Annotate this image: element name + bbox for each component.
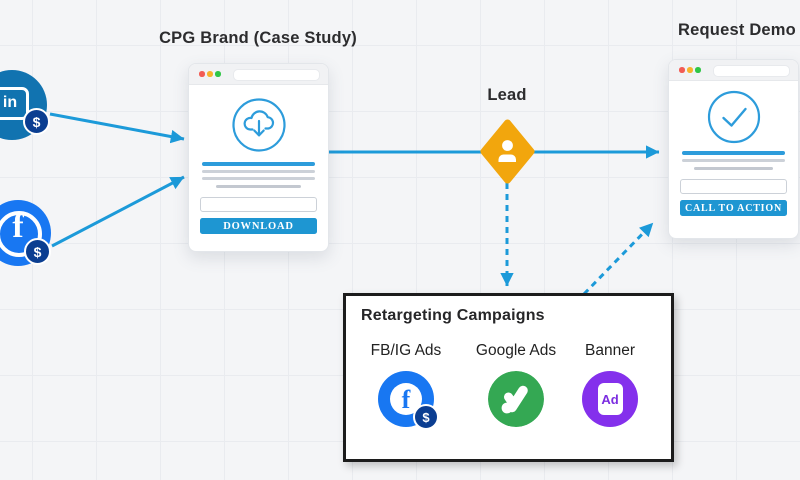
request-browser-window[interactable]: CALL TO ACTION	[668, 59, 799, 239]
download-button[interactable]: DOWNLOAD	[200, 218, 317, 234]
linkedin-ads-node[interactable]: in $	[0, 70, 50, 140]
text-line	[202, 170, 315, 173]
window-dot-yellow	[687, 67, 693, 73]
browser-chrome	[669, 60, 798, 81]
facebook-dollar-icon: f $	[378, 371, 439, 430]
dollar-badge: $	[23, 108, 50, 135]
arrow-facebook-to-cpg	[51, 175, 185, 248]
channel-label: FB/IG Ads	[370, 342, 442, 359]
channel-fb-ig[interactable]: FB/IG Ads f $	[358, 342, 454, 430]
url-bar	[233, 69, 320, 81]
channel-google-ads[interactable]: Google Ads	[468, 342, 564, 427]
cloud-download-icon	[231, 98, 286, 152]
lead-node[interactable]	[477, 116, 538, 192]
facebook-icon: f $	[0, 200, 51, 266]
arrow-retargeting-to-request	[582, 221, 655, 296]
text-line-short	[215, 185, 302, 188]
facebook-ring	[0, 211, 42, 257]
dollar-badge: $	[413, 404, 439, 430]
linkedin-in-glyph: in	[0, 86, 29, 120]
facebook-f-glyph: f	[12, 208, 24, 245]
retargeting-campaigns-box[interactable]: Retargeting Campaigns FB/IG Ads f $ Goog…	[343, 293, 674, 462]
channel-banner[interactable]: Banner Ad	[562, 342, 658, 427]
cpg-browser-window[interactable]: DOWNLOAD	[188, 63, 329, 252]
window-dot-green	[215, 71, 221, 77]
text-line-accent	[682, 151, 785, 155]
channel-label: Banner	[585, 342, 635, 359]
lead-diamond-icon	[480, 119, 535, 184]
text-line	[682, 159, 785, 162]
email-field[interactable]	[200, 197, 317, 212]
channel-label: Google Ads	[475, 342, 557, 359]
browser-chrome	[189, 64, 328, 85]
facebook-ads-node[interactable]: f $	[0, 200, 51, 266]
email-field[interactable]	[680, 179, 787, 194]
checkmark-icon	[707, 90, 760, 144]
text-placeholder-lines	[682, 151, 785, 170]
cpg-window-title: CPG Brand (Case Study)	[159, 29, 357, 47]
window-dot-yellow	[207, 71, 213, 77]
google-ads-icon	[488, 371, 544, 427]
url-bar	[713, 65, 790, 77]
request-window-title: Request Demo	[678, 21, 796, 39]
text-line-short	[694, 167, 773, 170]
window-dot-red	[679, 67, 685, 73]
window-dot-green	[695, 67, 701, 73]
text-placeholder-lines	[202, 162, 315, 188]
lead-label: Lead	[487, 86, 527, 104]
ad-glyph: Ad	[597, 383, 623, 415]
call-to-action-button[interactable]: CALL TO ACTION	[680, 200, 787, 216]
window-dot-red	[199, 71, 205, 77]
linkedin-icon: in $	[0, 70, 50, 140]
text-line-accent	[202, 162, 315, 166]
retargeting-title: Retargeting Campaigns	[361, 307, 545, 324]
ad-banner-icon: Ad	[582, 371, 638, 427]
arrow-linkedin-to-cpg	[49, 112, 185, 144]
text-line	[202, 177, 315, 180]
dollar-badge: $	[24, 238, 51, 265]
facebook-f-glyph: f	[401, 385, 411, 414]
